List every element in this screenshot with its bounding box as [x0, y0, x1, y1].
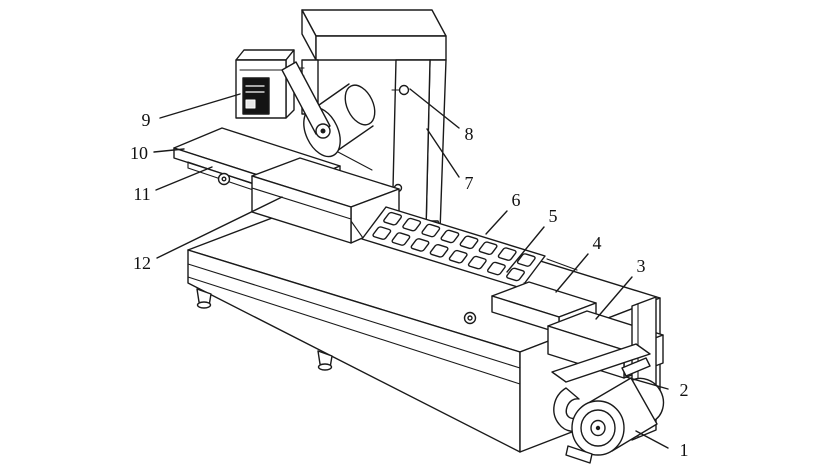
swing-arm	[281, 61, 331, 135]
pocket-cell	[402, 218, 422, 231]
pocket-cell	[391, 232, 411, 245]
callout-leader-2	[625, 376, 669, 390]
pocket-cell	[372, 226, 392, 239]
motor-face-ring	[590, 419, 606, 437]
bolt-icon	[398, 84, 410, 96]
callout-label-2: 2	[680, 380, 689, 400]
pocket-cell	[506, 268, 526, 281]
chain-tension-knob	[463, 311, 477, 325]
conveyor-strip	[361, 206, 578, 296]
rail-connector	[546, 258, 578, 271]
pocket-cell	[478, 242, 498, 255]
callout-5: 5	[506, 206, 558, 273]
bed-seam-line	[187, 263, 521, 369]
callout-4: 4	[555, 233, 602, 293]
callout-leader-5	[506, 226, 545, 273]
machine-foot	[317, 350, 333, 371]
motor-face-ring	[580, 409, 616, 447]
callout-label-6: 6	[512, 190, 521, 210]
pocket-cell	[468, 256, 488, 269]
callout-label-9: 9	[142, 110, 151, 130]
pockets-layer	[372, 212, 536, 281]
forming-station-seam	[251, 187, 352, 220]
callout-leader-11	[155, 166, 213, 191]
control-display	[242, 77, 270, 115]
callout-label-8: 8	[465, 124, 474, 144]
callout-label-3: 3	[637, 256, 646, 276]
roll-hub-center	[320, 128, 326, 134]
callout-label-12: 12	[133, 253, 151, 273]
control-box-top	[235, 49, 295, 61]
film-roll-back	[344, 84, 376, 126]
pocket-cell	[440, 230, 460, 243]
gantry-beam-front	[315, 35, 447, 61]
callout-label-4: 4	[593, 233, 602, 253]
forming-station-front	[251, 175, 352, 244]
callout-6: 6	[485, 190, 521, 235]
pocket-cell	[487, 262, 507, 275]
callout-11: 11	[133, 166, 213, 204]
callout-8: 8	[409, 88, 474, 144]
pocket-cell	[517, 253, 537, 266]
film-unwind-unit	[281, 61, 376, 171]
callout-leader-9	[159, 93, 241, 119]
pocket-cell	[421, 224, 441, 237]
callout-label-10: 10	[130, 143, 148, 163]
callout-9: 9	[142, 93, 241, 130]
motor-coupling	[621, 357, 651, 377]
callout-3: 3	[595, 256, 646, 320]
machine-foot	[196, 288, 212, 309]
callout-leader-6	[485, 210, 508, 235]
callout-leader-8	[409, 88, 460, 129]
callout-label-11: 11	[133, 184, 150, 204]
callout-leader-1	[635, 430, 669, 449]
spindle-knob-center	[221, 176, 227, 182]
bed-seam-line	[187, 276, 521, 385]
motor-shaft-center	[595, 425, 601, 431]
pocket-cell	[410, 238, 430, 251]
callout-leader-12	[156, 196, 283, 259]
pocket-cell	[429, 244, 449, 257]
callout-label-5: 5	[549, 206, 558, 226]
callout-12: 12	[133, 196, 283, 273]
callout-label-7: 7	[465, 173, 474, 193]
pocket-cell	[459, 236, 479, 249]
forming-station	[251, 157, 400, 244]
callout-leader-3	[595, 276, 633, 320]
callout-1: 1	[635, 430, 689, 460]
gantry-beam-top	[301, 9, 447, 37]
film-web	[337, 151, 373, 171]
callout-leader-7	[426, 128, 460, 178]
callout-leader-4	[555, 253, 589, 293]
pocket-cell	[383, 212, 403, 225]
film-roll-body	[333, 125, 374, 154]
motor-foot	[565, 445, 593, 464]
callout-leader-10	[153, 148, 185, 153]
pocket-cell	[448, 250, 468, 263]
callout-2: 2	[625, 376, 689, 400]
display-window	[245, 99, 256, 109]
callout-7: 7	[426, 128, 474, 193]
callout-10: 10	[130, 143, 185, 163]
rail-connector	[350, 220, 364, 239]
motor-bracket	[551, 343, 651, 383]
callout-label-1: 1	[680, 440, 689, 460]
pocket-cell	[497, 247, 517, 260]
control-box	[235, 49, 305, 119]
